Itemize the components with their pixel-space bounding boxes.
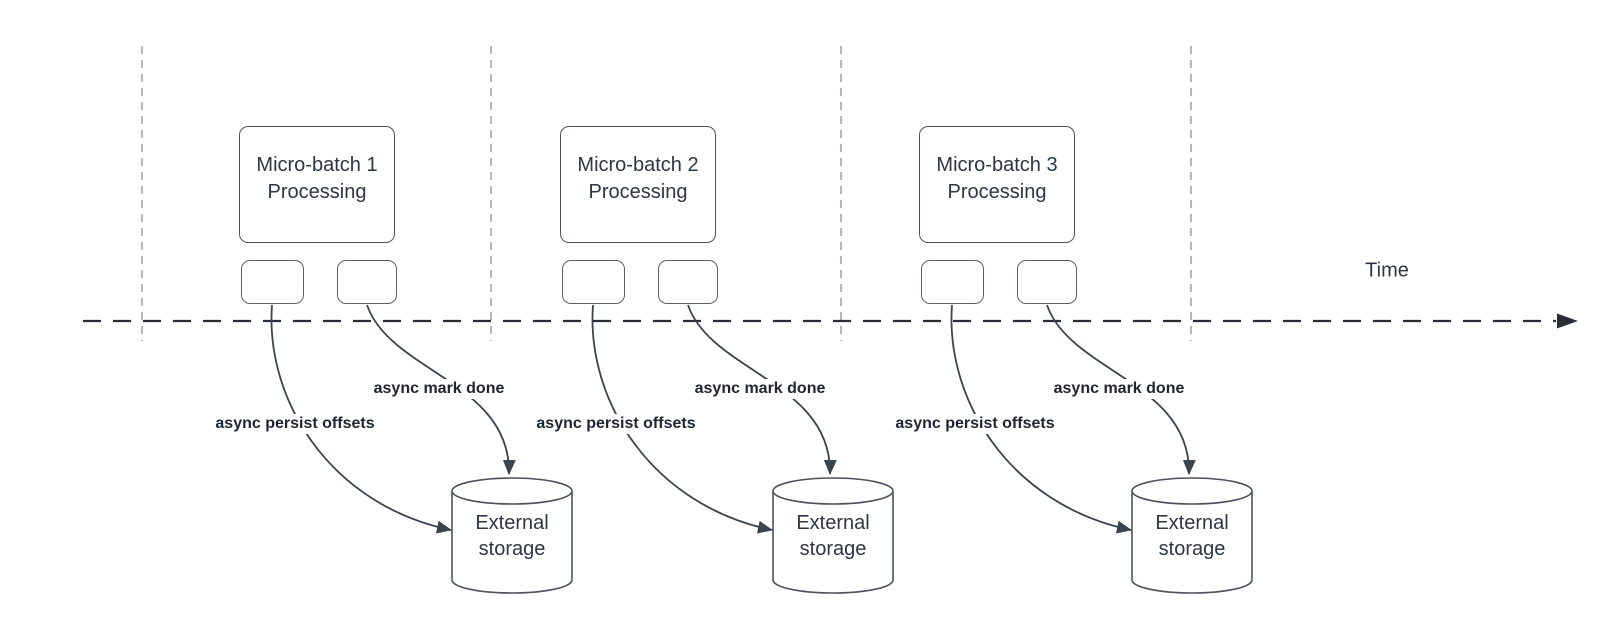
- micro-batch-box-title-line1: Micro-batch 1: [256, 153, 378, 176]
- persist-offsets-task-box: [921, 260, 984, 304]
- time-axis-arrowhead-icon: [1557, 313, 1578, 329]
- external-storage-cylinder: [772, 477, 894, 594]
- micro-batch-box-title-line2: Processing: [947, 180, 1047, 203]
- persist-offsets-task-box: [562, 260, 625, 304]
- micro-batch-box-title-line2: Processing: [267, 180, 367, 203]
- mark-done-task-box: [658, 260, 718, 304]
- micro-batch-box-title-line1: Micro-batch 2: [577, 153, 699, 176]
- micro-batch-processing-box: Micro-batch 2 Processing: [560, 126, 716, 243]
- time-axis: [83, 313, 1578, 329]
- persist-offsets-task-box: [241, 260, 304, 304]
- persist-offsets-arrow: [591, 304, 773, 534]
- external-storage-cylinder: [1131, 477, 1253, 594]
- persist-offsets-arrow-label: async persist offsets: [532, 414, 700, 434]
- micro-batch-processing-box: Micro-batch 3 Processing: [919, 126, 1075, 243]
- micro-batch-box-title-line1: Micro-batch 3: [936, 153, 1058, 176]
- persist-offsets-arrow: [950, 304, 1132, 534]
- persist-offsets-arrow-label: async persist offsets: [211, 414, 379, 434]
- batch-interval-lifelines: [141, 46, 1192, 341]
- mark-done-task-box: [1017, 260, 1077, 304]
- mark-done-arrow-label: async mark done: [369, 379, 509, 399]
- persist-offsets-arrow: [270, 304, 452, 534]
- time-axis-label: Time: [1365, 259, 1409, 282]
- micro-batch-processing-box: Micro-batch 1 Processing: [239, 126, 395, 243]
- mark-done-task-box: [337, 260, 397, 304]
- mark-done-arrow-label: async mark done: [690, 379, 830, 399]
- micro-batch-box-title-line2: Processing: [588, 180, 688, 203]
- mark-done-arrow-label: async mark done: [1049, 379, 1189, 399]
- persist-offsets-arrow-label: async persist offsets: [891, 414, 1059, 434]
- external-storage-cylinder: [451, 477, 573, 594]
